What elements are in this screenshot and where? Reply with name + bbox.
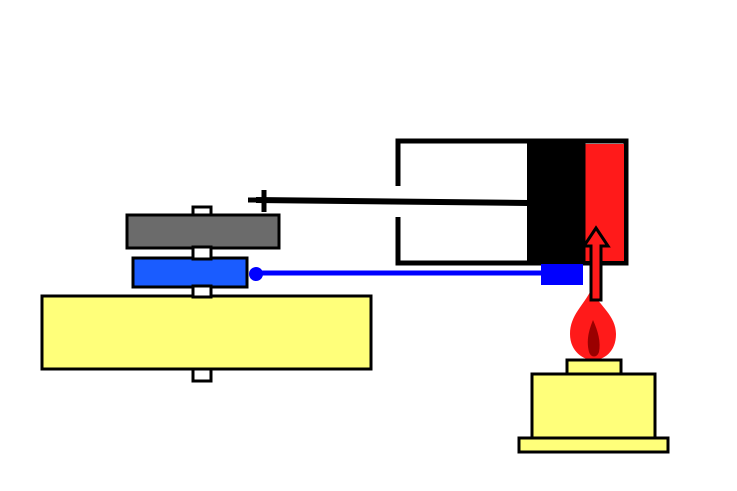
flywheel-front	[125, 213, 281, 250]
burner-base	[517, 436, 670, 454]
piston-rod	[255, 197, 529, 206]
connecting-rod-pin	[249, 267, 263, 281]
axle-gap-lower	[191, 284, 213, 299]
heat-arrow-icon	[581, 225, 611, 302]
axle-top-cap	[191, 205, 213, 217]
cylinder	[395, 138, 629, 266]
flame-inner	[587, 320, 600, 357]
crank-disc-front	[131, 256, 249, 289]
base-block-front	[40, 294, 373, 371]
axle-gap-upper	[191, 245, 213, 261]
burner-wick-holder	[565, 358, 623, 376]
burner-body	[530, 372, 657, 440]
connecting-rod-block	[541, 264, 583, 285]
displacer	[527, 141, 584, 263]
axle-bottom-cap	[191, 367, 213, 383]
